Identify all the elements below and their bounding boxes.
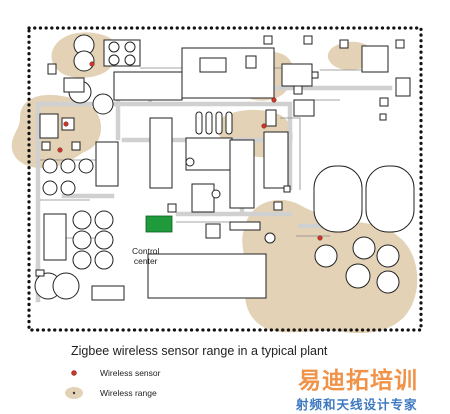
exchanger-tube bbox=[215, 111, 223, 135]
tank bbox=[52, 272, 80, 300]
storage-vessel bbox=[365, 165, 415, 233]
tank bbox=[94, 230, 114, 250]
tank bbox=[78, 158, 94, 174]
equipment-box bbox=[91, 285, 125, 301]
equipment-box bbox=[167, 203, 177, 213]
control-center-line2: center bbox=[133, 256, 158, 266]
tank bbox=[72, 250, 92, 270]
equipment-box bbox=[63, 77, 85, 93]
equipment-box bbox=[303, 35, 313, 45]
diagram-caption: Zigbee wireless sensor range in a typica… bbox=[71, 344, 328, 358]
tank bbox=[211, 189, 221, 199]
equipment-box bbox=[47, 63, 57, 75]
equipment-box bbox=[293, 85, 303, 95]
tank bbox=[60, 180, 76, 196]
tank bbox=[60, 158, 76, 174]
tank bbox=[72, 210, 92, 230]
wireless-sensor bbox=[271, 97, 277, 103]
equipment-box bbox=[95, 141, 119, 187]
equipment-box bbox=[147, 253, 267, 299]
watermark-tagline: 射频和天线设计专家 bbox=[296, 397, 418, 412]
equipment-box bbox=[361, 45, 389, 73]
tank bbox=[345, 263, 371, 289]
plant-boundary bbox=[27, 26, 423, 332]
equipment-box bbox=[263, 35, 273, 45]
wireless-sensor bbox=[57, 147, 63, 153]
wireless-sensor bbox=[63, 121, 69, 127]
wireless-sensors bbox=[57, 61, 323, 241]
equipment-box bbox=[71, 141, 81, 151]
exchanger-tube bbox=[225, 111, 233, 135]
equipment-box bbox=[339, 39, 349, 49]
tank bbox=[108, 54, 120, 66]
wireless-sensor bbox=[317, 235, 323, 241]
equipment-box bbox=[281, 63, 313, 87]
tank bbox=[72, 230, 92, 250]
tank bbox=[94, 250, 114, 270]
tank bbox=[376, 244, 400, 268]
equipment-box bbox=[395, 77, 411, 97]
wireless-sensor bbox=[261, 123, 267, 129]
range-area-top-right bbox=[327, 41, 373, 70]
equipment-box bbox=[43, 213, 67, 261]
tank bbox=[314, 244, 338, 268]
legend-range-label: Wireless range bbox=[100, 388, 157, 398]
wireless-sensor bbox=[89, 61, 95, 67]
exchanger-tube bbox=[195, 111, 203, 135]
equipment-box bbox=[293, 99, 315, 117]
tank bbox=[124, 41, 136, 53]
control-center-line1: Control bbox=[132, 246, 160, 256]
tank bbox=[352, 236, 376, 260]
tank bbox=[376, 270, 400, 294]
equipment-box bbox=[205, 223, 221, 239]
tank bbox=[42, 180, 58, 196]
tank bbox=[185, 157, 195, 167]
tank bbox=[92, 93, 114, 115]
tank bbox=[124, 54, 136, 66]
equipment-box bbox=[113, 71, 183, 101]
equipment-box bbox=[273, 201, 283, 211]
equipment-box bbox=[149, 117, 173, 189]
equipment-box bbox=[283, 185, 291, 193]
equipment-box bbox=[265, 109, 277, 127]
storage-vessel bbox=[313, 165, 363, 233]
tank bbox=[42, 158, 58, 174]
control-center-box bbox=[145, 215, 173, 233]
tank bbox=[73, 50, 95, 72]
exchanger-tube bbox=[205, 111, 213, 135]
equipment-box bbox=[35, 269, 45, 277]
legend-range-center bbox=[72, 391, 76, 395]
equipment-box bbox=[379, 97, 389, 107]
legend-sensor-label: Wireless sensor bbox=[100, 368, 161, 378]
legend-sensor-icon bbox=[71, 370, 77, 376]
equipment-box bbox=[311, 71, 319, 79]
equipment-box bbox=[229, 221, 261, 231]
legend bbox=[65, 370, 83, 399]
equipment-box bbox=[395, 39, 405, 49]
control-center-label: Control center bbox=[132, 246, 159, 266]
equipment-box bbox=[263, 131, 289, 189]
plant-equipment bbox=[34, 34, 415, 301]
tank bbox=[108, 41, 120, 53]
equipment-box bbox=[191, 183, 215, 213]
tank bbox=[94, 210, 114, 230]
equipment-box bbox=[41, 141, 51, 151]
equipment-box bbox=[245, 55, 257, 69]
tank bbox=[264, 232, 276, 244]
equipment-box bbox=[181, 47, 275, 99]
watermark-logo-text: 易迪拓培训 bbox=[298, 368, 418, 394]
equipment-box bbox=[379, 113, 387, 121]
equipment-box bbox=[199, 57, 227, 73]
equipment-box bbox=[39, 113, 59, 139]
equipment-box bbox=[229, 139, 255, 209]
